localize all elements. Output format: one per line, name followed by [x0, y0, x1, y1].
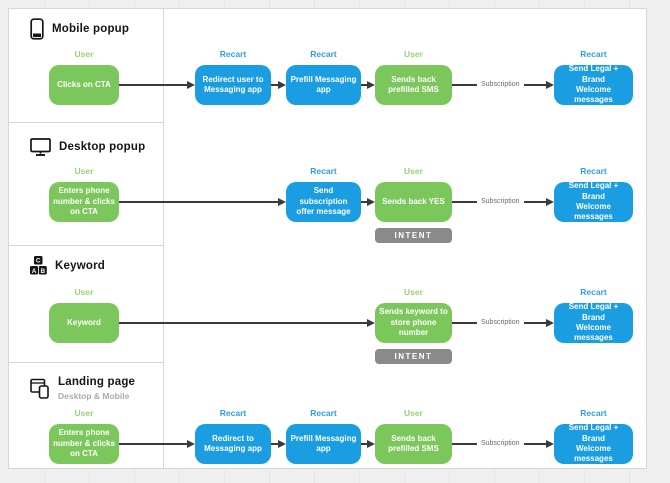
flow-node-user: Sends keyword to store phone number: [375, 303, 452, 343]
arrowhead-icon: [278, 197, 286, 206]
section-title: Keyword: [55, 259, 105, 272]
section-header-mobile-popup: Mobile popup: [30, 18, 129, 40]
section-mobile-popup: Mobile popup: [9, 9, 163, 123]
actor-label-user: User: [404, 166, 423, 176]
arrowhead-icon: [367, 197, 375, 206]
section-titles: Mobile popup: [52, 23, 129, 35]
flow-node-recart: Send Legal + Brand Welcome messages: [554, 423, 633, 464]
actor-label-recart: Recart: [580, 408, 607, 418]
arrowhead-icon: [367, 439, 375, 448]
flow-edge: [361, 201, 368, 203]
flow-edge: [271, 84, 279, 86]
flow-node-recart: Prefill Messaging app: [286, 424, 361, 464]
edge-label-subscription: Subscription: [477, 318, 524, 328]
flow-node-user: Sends back prefilled SMS: [375, 424, 452, 464]
arrowhead-icon: [187, 80, 195, 89]
actor-label-user: User: [74, 166, 94, 176]
flow-edge: [119, 201, 279, 203]
edge-label-subscription: Subscription: [477, 439, 524, 449]
actor-label-recart: Recart: [310, 408, 337, 418]
actor-label-recart: Recart: [580, 49, 607, 59]
arrowhead-icon: [278, 80, 286, 89]
actor-label-recart: Recart: [219, 49, 247, 59]
actor-label-user: User: [74, 49, 94, 59]
flow-edge: [361, 443, 368, 445]
flow-node-recart: Send subscription offer message: [286, 182, 361, 222]
flow-node-user: Enters phone number & clicks on CTA: [49, 424, 119, 464]
arrowhead-icon: [546, 318, 554, 327]
flow-node-user: Sends back prefilled SMS: [375, 65, 452, 105]
flow-edge: [271, 443, 279, 445]
intent-badge: INTENT: [375, 349, 452, 364]
edge-label-subscription: Subscription: [477, 197, 524, 207]
arrowhead-icon: [367, 80, 375, 89]
flow-node-recart: Prefill Messaging app: [286, 65, 361, 105]
flow-node-recart: Send Legal + Brand Welcome messages: [554, 64, 633, 105]
flow-node-user: Clicks on CTA: [49, 65, 119, 105]
flow-node-user: Enters phone number & clicks on CTA: [49, 182, 119, 222]
actor-label-recart: Recart: [219, 408, 247, 418]
section-title: Landing page: [58, 376, 136, 388]
flow-edge: [119, 322, 368, 324]
monitor-icon: [30, 138, 51, 156]
flow-edge: [119, 443, 188, 445]
section-titles: Keyword: [55, 260, 105, 272]
arrowhead-icon: [546, 197, 554, 206]
arrowhead-icon: [546, 439, 554, 448]
svg-text:A: A: [32, 268, 37, 275]
svg-text:B: B: [40, 268, 45, 275]
svg-text:C: C: [36, 258, 41, 265]
flow-edge: [361, 84, 368, 86]
flow-edge: [119, 84, 188, 86]
section-subtitle: Desktop & Mobile: [58, 391, 130, 401]
actor-label-user: User: [74, 287, 94, 297]
section-desktop-popup: Desktop popup: [9, 123, 163, 246]
flow-node-recart: Redirect to Messaging app: [195, 424, 271, 464]
section-header-desktop-popup: Desktop popup: [30, 138, 145, 156]
actor-label-user: User: [404, 49, 423, 59]
flow-node-user: Sends back YES: [375, 182, 452, 222]
intent-badge: INTENT: [375, 228, 452, 243]
actor-label-recart: Recart: [310, 166, 337, 176]
edge-label-subscription: Subscription: [477, 80, 524, 90]
flow-node-recart: Send Legal + Brand Welcome messages: [554, 302, 633, 343]
browser-mobile-icon: [30, 378, 50, 399]
flow-node-recart: Redirect user to Messaging app: [195, 65, 271, 105]
actor-label-user: User: [74, 408, 94, 418]
actor-label-user: User: [404, 287, 423, 297]
arrowhead-icon: [278, 439, 286, 448]
section-title: Desktop popup: [59, 141, 146, 153]
actor-label-recart: Recart: [580, 166, 607, 176]
arrowhead-icon: [187, 439, 195, 448]
actor-label-recart: Recart: [310, 49, 337, 59]
arrowhead-icon: [367, 318, 375, 327]
smartphone-icon: [30, 18, 44, 40]
section-titles: Desktop popup: [59, 141, 145, 153]
actor-label-recart: Recart: [580, 287, 607, 297]
flow-node-user: Keyword: [49, 303, 119, 343]
section-title: Mobile popup: [52, 23, 130, 35]
arrowhead-icon: [546, 80, 554, 89]
flow-node-recart: Send Legal + Brand Welcome messages: [554, 181, 633, 222]
actor-label-user: User: [404, 408, 423, 418]
